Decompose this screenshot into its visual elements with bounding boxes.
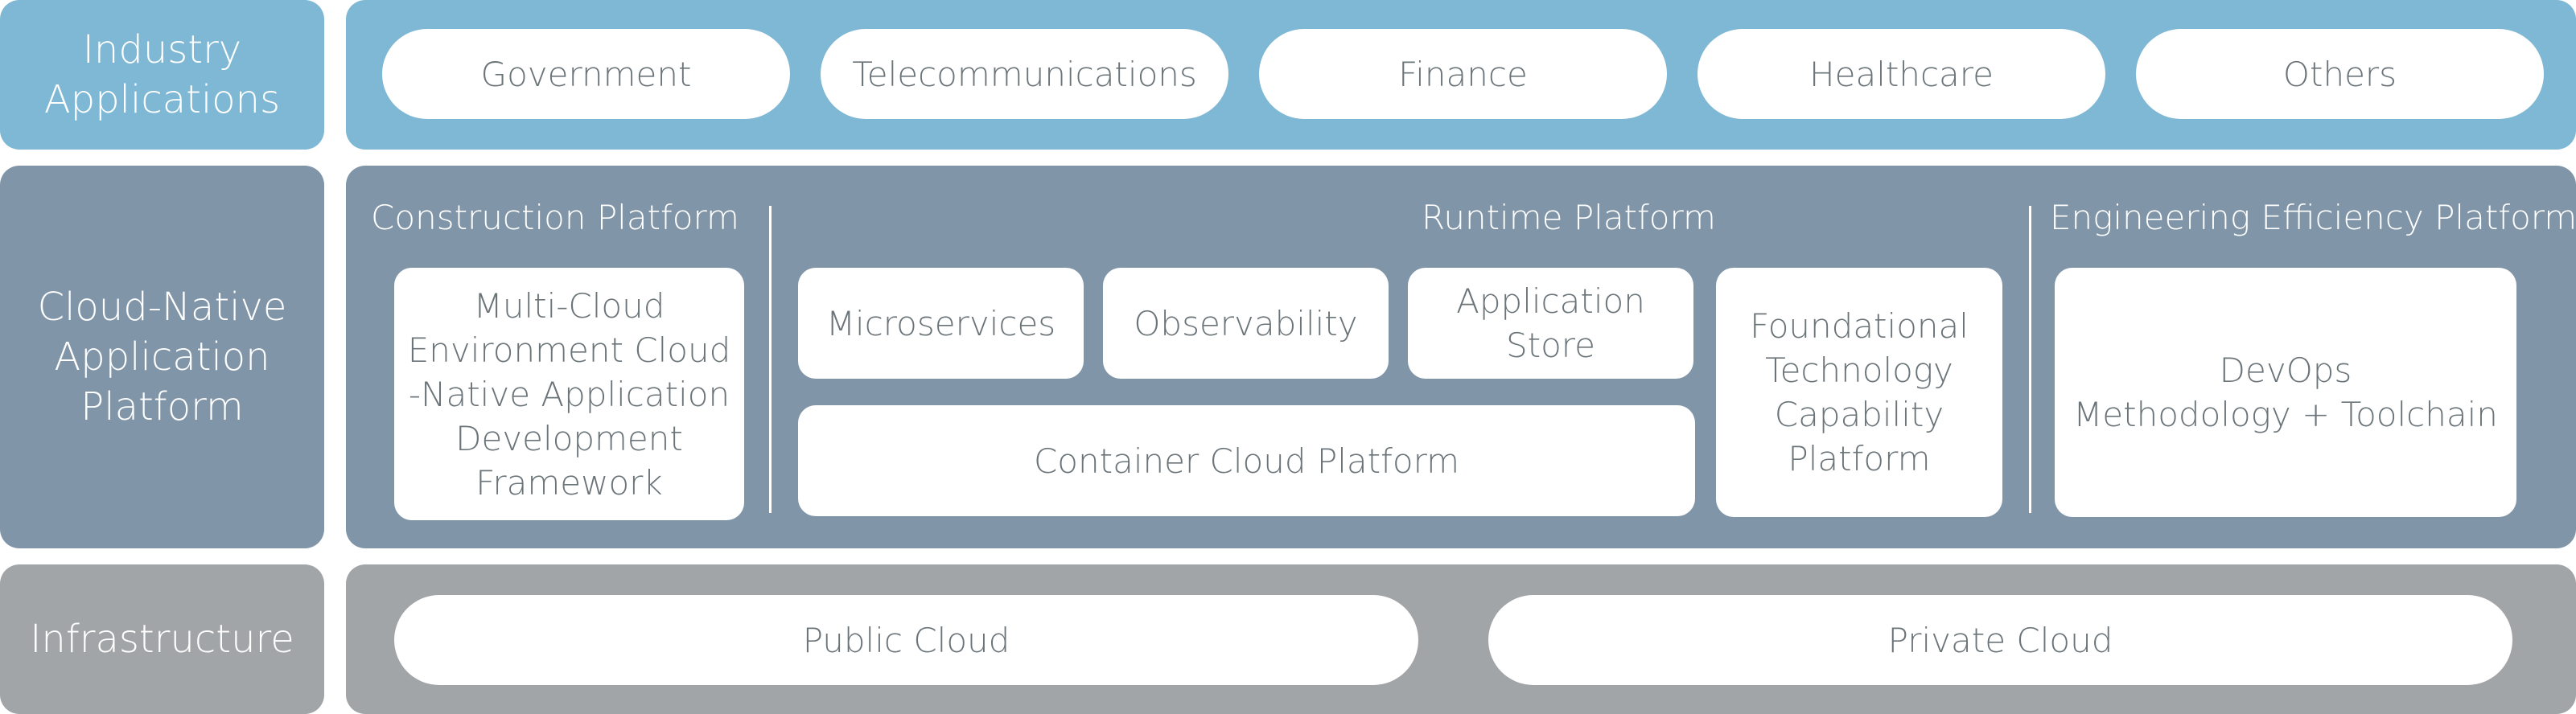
- infrastructure-public-cloud: Public Cloud: [394, 595, 1418, 685]
- container-cloud-platform-box: Container Cloud Platform: [798, 405, 1695, 516]
- cloud-native-platform-band: Construction Platform Multi-Cloud Enviro…: [346, 166, 2576, 548]
- row-label-industry-applications: Industry Applications: [0, 0, 324, 150]
- engineering-efficiency-title: Engineering Efficiency Platform: [2050, 198, 2576, 237]
- row-label-cloud-native-platform: Cloud-Native Application Platform: [0, 166, 324, 548]
- industry-item-government: Government: [382, 29, 790, 119]
- industry-item-telecommunications: Telecommunications: [821, 29, 1228, 119]
- application-store-box: Application Store: [1408, 268, 1693, 379]
- foundational-technology-box: Foundational Technology Capability Platf…: [1716, 268, 2002, 517]
- industry-item-healthcare: Healthcare: [1697, 29, 2105, 119]
- divider-construction-runtime: [769, 206, 772, 513]
- runtime-platform-title: Runtime Platform: [1422, 198, 1716, 237]
- industry-item-finance: Finance: [1259, 29, 1667, 119]
- infrastructure-private-cloud: Private Cloud: [1488, 595, 2512, 685]
- devops-box: DevOps Methodology + Toolchain: [2055, 268, 2516, 517]
- industry-item-others: Others: [2136, 29, 2544, 119]
- row-label-infrastructure: Infrastructure: [0, 564, 324, 714]
- multi-cloud-framework-box: Multi-Cloud Environment Cloud -Native Ap…: [394, 268, 744, 520]
- infrastructure-band: Public Cloud Private Cloud: [346, 564, 2576, 714]
- construction-platform-title: Construction Platform: [371, 198, 739, 237]
- industry-applications-band: Government Telecommunications Finance He…: [346, 0, 2576, 150]
- observability-box: Observability: [1103, 268, 1389, 379]
- microservices-box: Microservices: [798, 268, 1084, 379]
- divider-runtime-engineering: [2029, 206, 2031, 513]
